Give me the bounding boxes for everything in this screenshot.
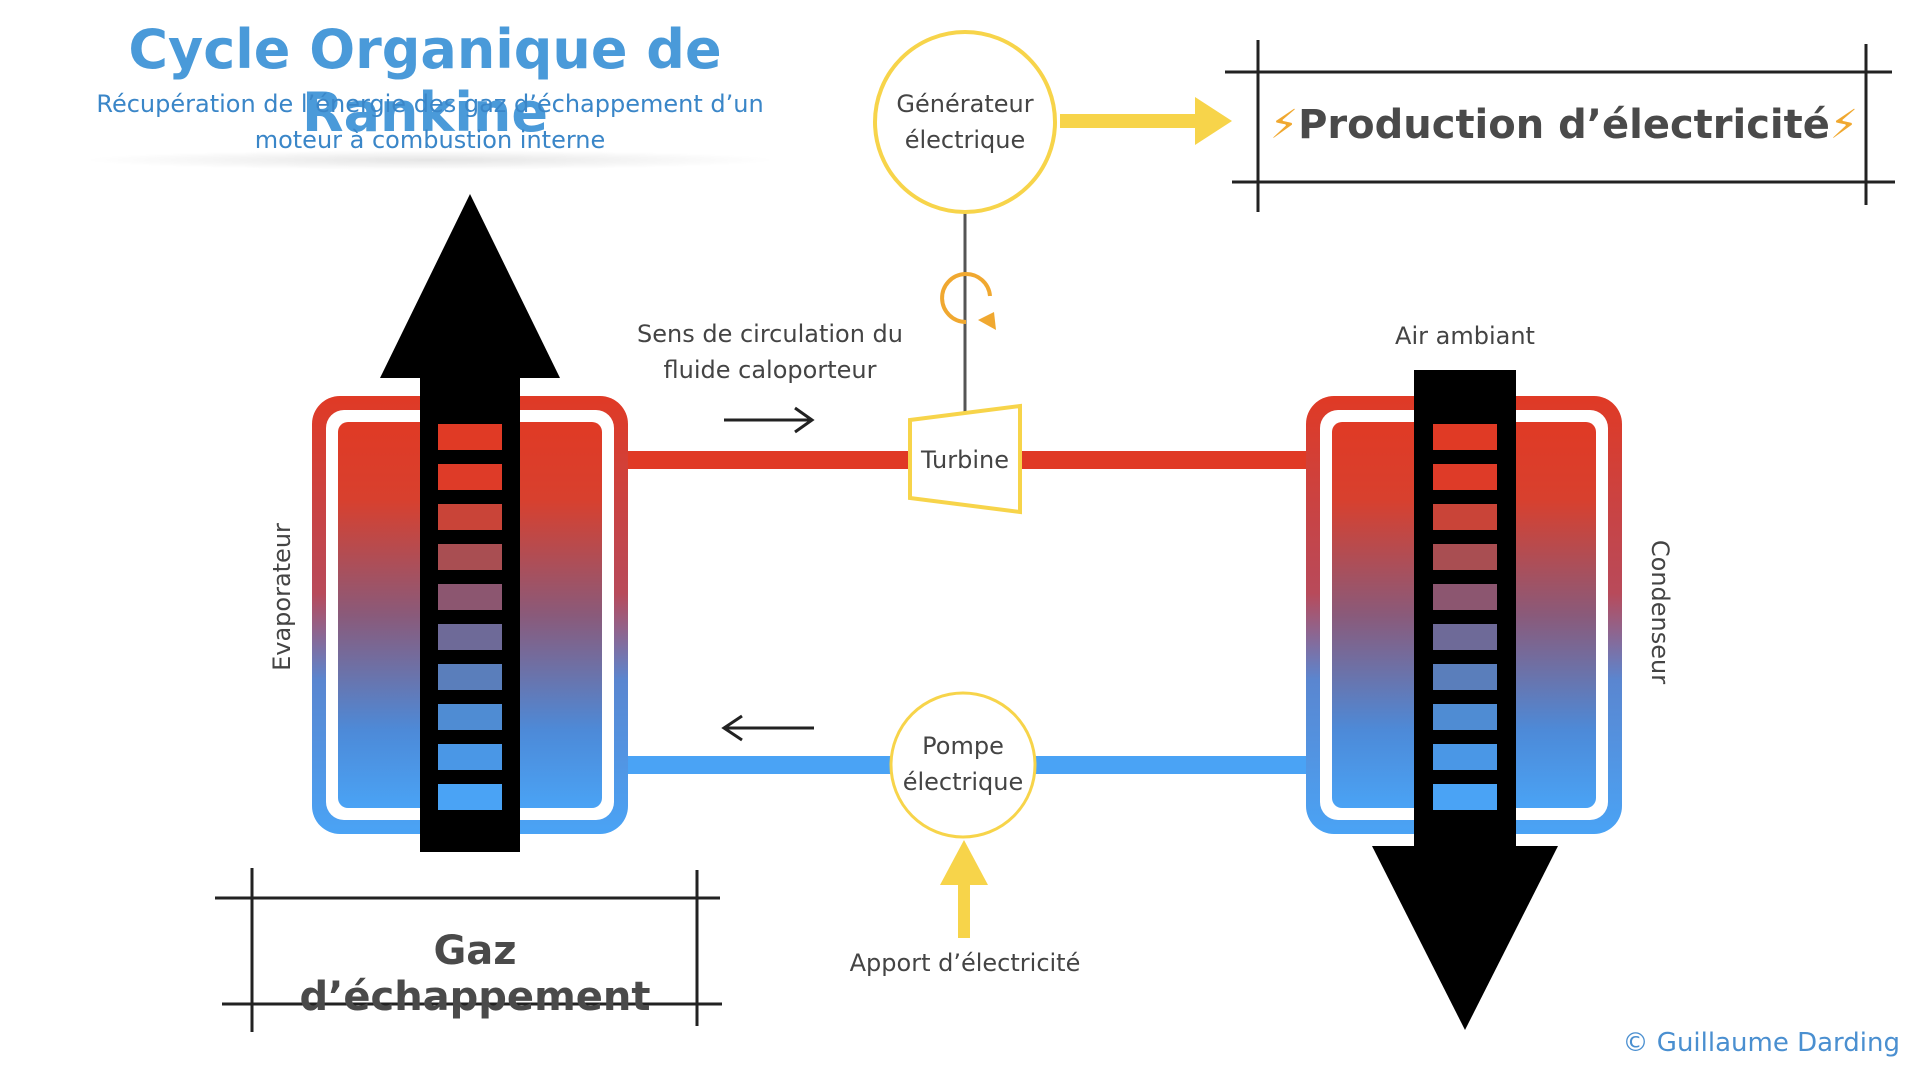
condenser-cell bbox=[1433, 544, 1497, 570]
condenser-cell bbox=[1433, 504, 1497, 530]
condenser-cell bbox=[1433, 624, 1497, 650]
electricity-input-arrow-icon bbox=[940, 840, 988, 938]
condenser-cell bbox=[1433, 664, 1497, 690]
pump-circle bbox=[889, 691, 1037, 839]
production-box bbox=[1225, 40, 1895, 212]
ambient-air-label: Air ambiant bbox=[1395, 322, 1535, 350]
electricity-input-label: Apport d’électricité bbox=[849, 949, 1081, 977]
lightning-left-icon: ⚡ bbox=[1270, 102, 1299, 148]
generator-circle bbox=[873, 30, 1057, 214]
evaporator-cell bbox=[438, 664, 502, 690]
hot-pipe-right bbox=[1020, 451, 1320, 469]
turbine-label: Turbine bbox=[921, 446, 1009, 474]
generator-label-line-2: électrique bbox=[904, 126, 1026, 154]
evaporator-cell bbox=[438, 624, 502, 650]
generator-label: Générateur électrique bbox=[885, 86, 1045, 158]
evaporator-cell bbox=[438, 584, 502, 610]
subtitle-line-1: Récupération de l’énergie des gaz d’écha… bbox=[96, 90, 764, 118]
production-text: Production d’électricité bbox=[1298, 102, 1830, 148]
pump-label-line-1: Pompe bbox=[922, 732, 1004, 760]
cold-pipe-right bbox=[1035, 756, 1320, 774]
production-label: ⚡Production d’électricité⚡ bbox=[1262, 102, 1866, 148]
exhaust-box bbox=[215, 868, 722, 1032]
flow-direction-line-1: Sens de circulation du bbox=[636, 320, 903, 348]
evaporator-cells bbox=[438, 424, 502, 810]
copyright: © Guillaume Darding bbox=[1622, 1028, 1900, 1058]
evaporator-label: Evaporateur bbox=[268, 523, 296, 671]
evaporator-cell bbox=[438, 784, 502, 810]
turbine-shape bbox=[908, 403, 1022, 515]
cold-pipe-left bbox=[625, 756, 895, 774]
hot-pipe-left bbox=[625, 451, 915, 469]
generator-output-arrow-icon bbox=[1060, 97, 1232, 145]
condenser-label: Condenseur bbox=[1646, 539, 1674, 685]
flow-direction-label: Sens de circulation du fluide caloporteu… bbox=[620, 316, 920, 388]
evaporator-cell bbox=[438, 424, 502, 450]
evaporator-cell bbox=[438, 504, 502, 530]
evaporator-cell bbox=[438, 464, 502, 490]
pump-label-line-2: électrique bbox=[902, 768, 1024, 796]
subtitle-line-2: moteur à combustion interne bbox=[254, 126, 606, 154]
condenser-cell bbox=[1433, 464, 1497, 490]
condenser-cells bbox=[1433, 424, 1497, 810]
generator-label-line-1: Générateur bbox=[896, 90, 1034, 118]
exhaust-up-arrow-icon bbox=[380, 194, 560, 852]
condenser-cell bbox=[1433, 704, 1497, 730]
page-title: Cycle Organique de Rankine bbox=[128, 18, 722, 144]
condenser-cell bbox=[1433, 424, 1497, 450]
title-shadow bbox=[80, 150, 780, 170]
lightning-right-icon: ⚡ bbox=[1829, 102, 1858, 148]
flow-direction-line-2: fluide caloporteur bbox=[663, 356, 877, 384]
evaporator-cell bbox=[438, 744, 502, 770]
condenser-cell bbox=[1433, 784, 1497, 810]
evaporator-cell bbox=[438, 544, 502, 570]
flow-left-arrow-icon bbox=[721, 714, 814, 742]
pump-label: Pompe électrique bbox=[890, 728, 1036, 800]
page-subtitle: Récupération de l’énergie des gaz d’écha… bbox=[70, 86, 790, 158]
condenser-cell bbox=[1433, 584, 1497, 610]
exhaust-label: Gaz d’échappement bbox=[299, 928, 651, 1020]
evaporator-cell bbox=[438, 704, 502, 730]
flow-right-arrow-icon bbox=[724, 406, 815, 434]
condenser-cell bbox=[1433, 744, 1497, 770]
rotation-icon bbox=[940, 272, 996, 330]
